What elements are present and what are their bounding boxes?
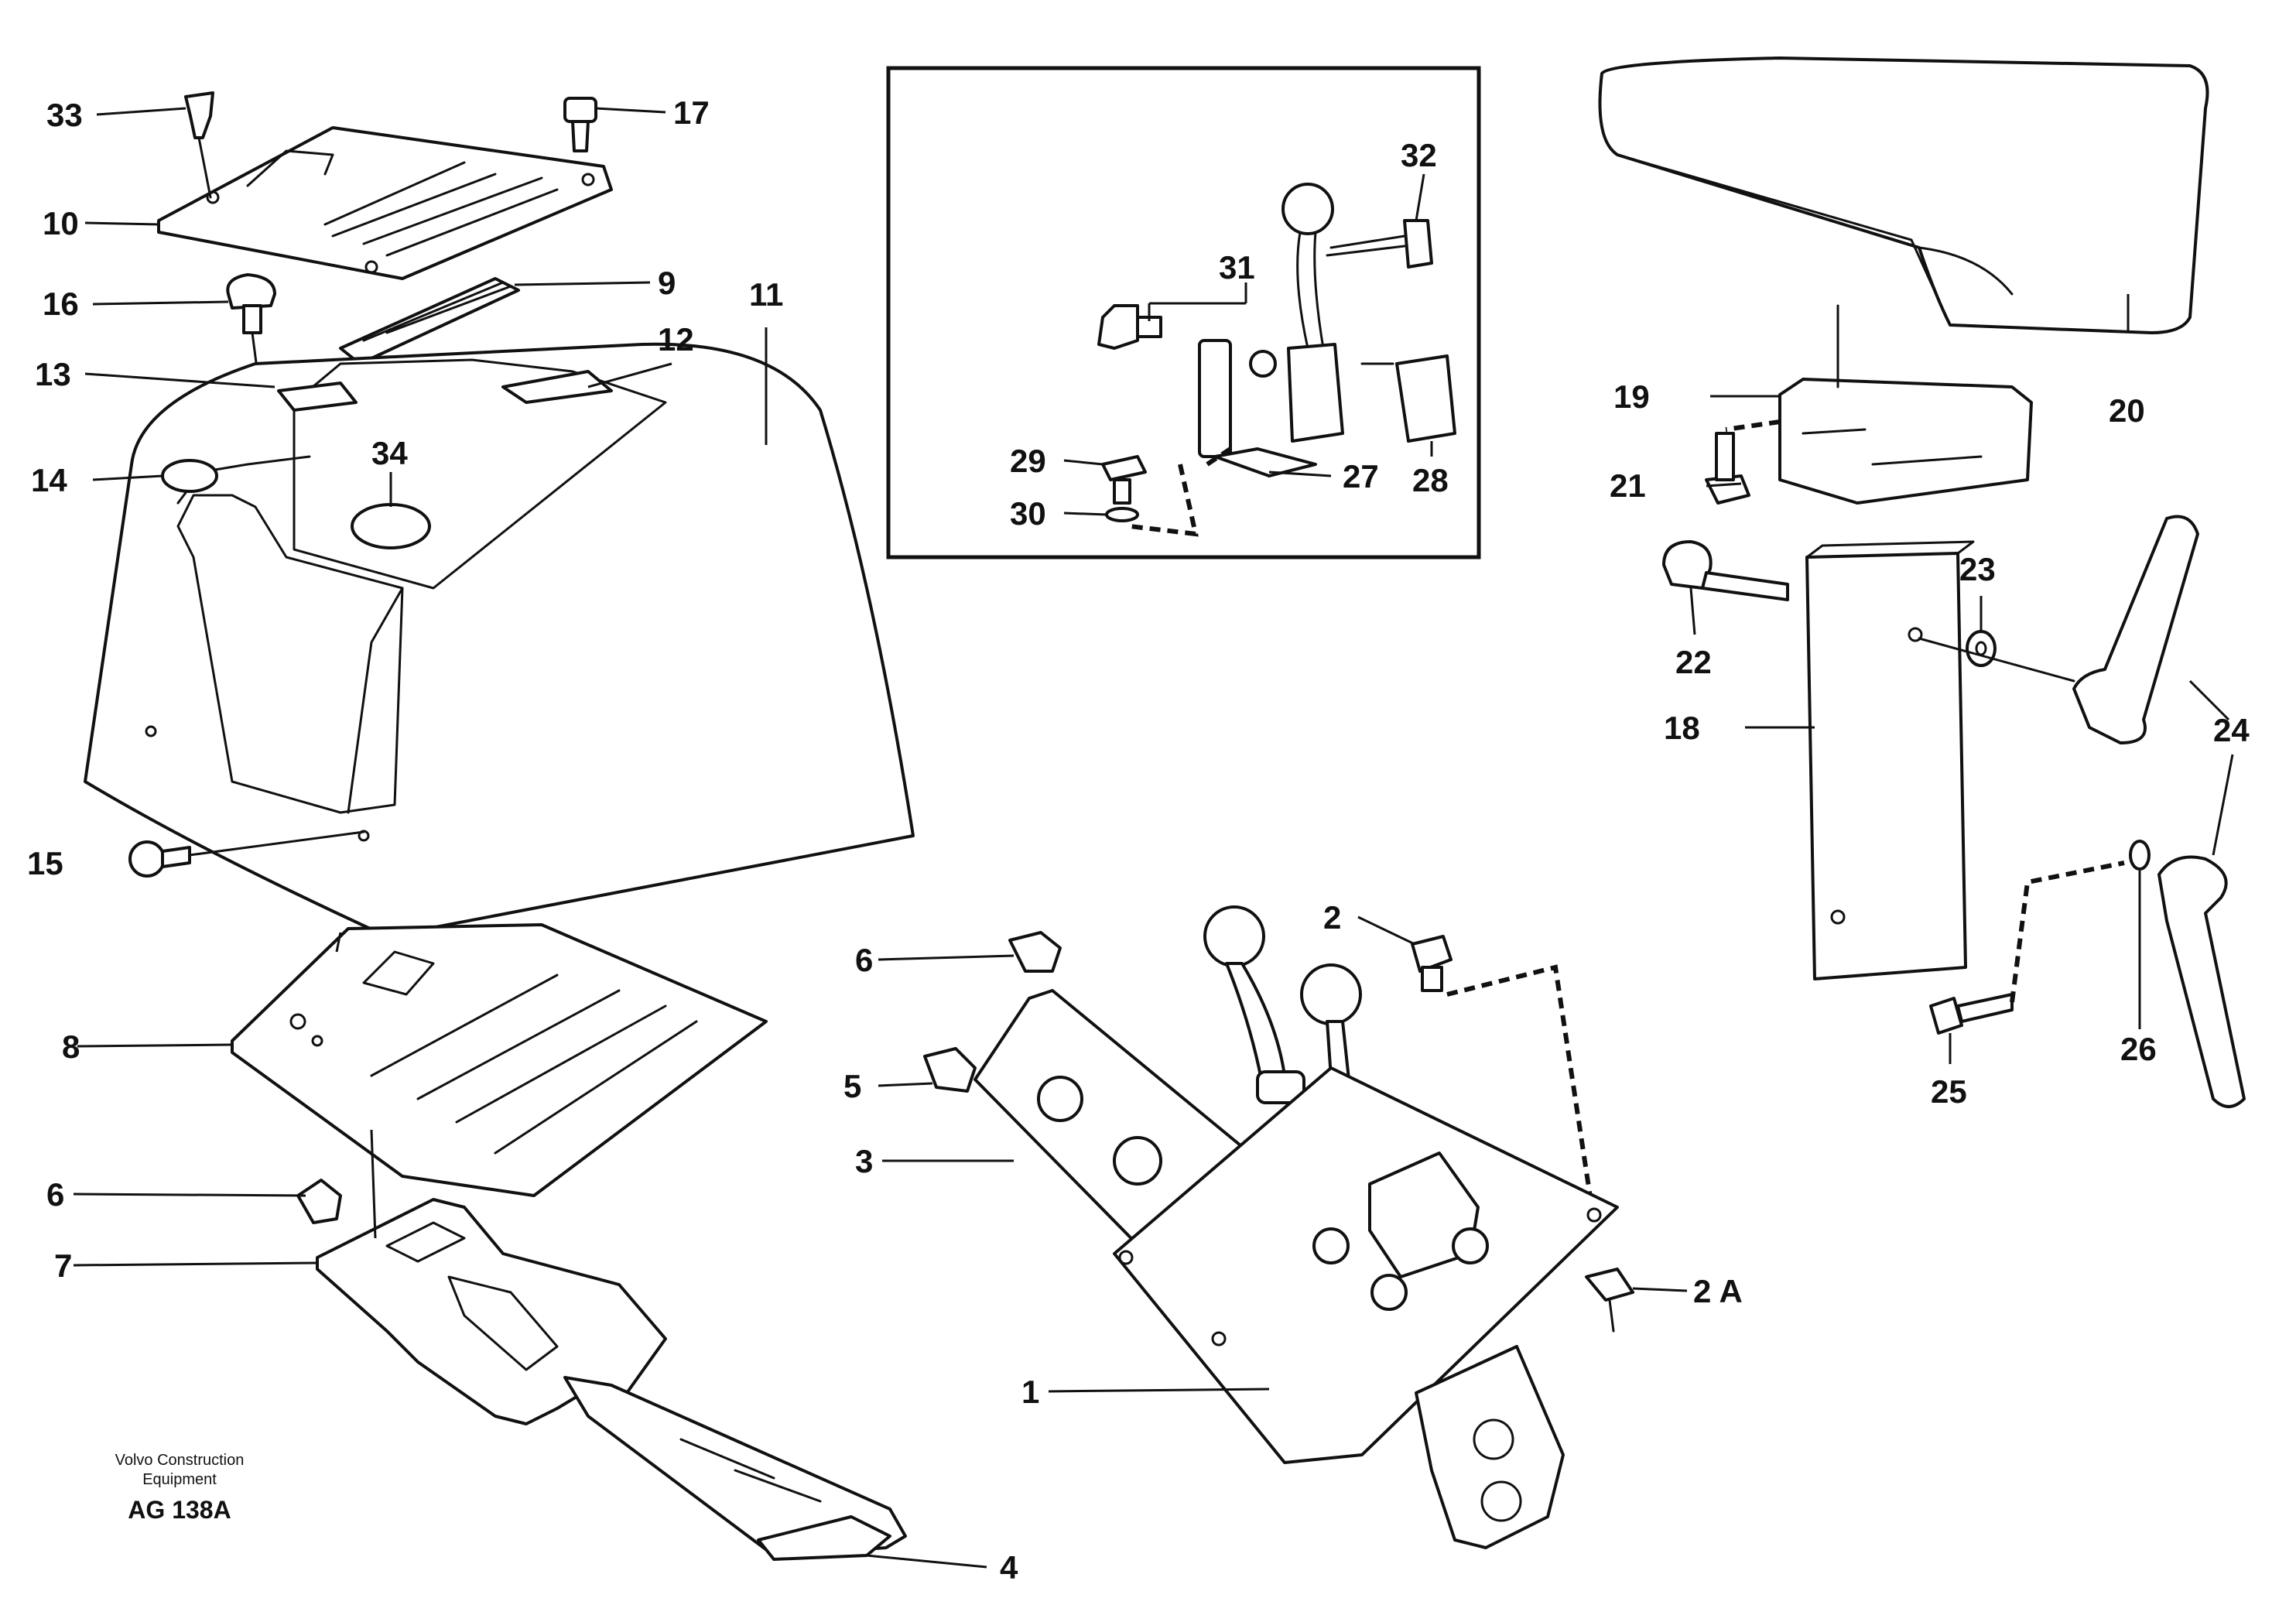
callout-3: 3: [855, 1143, 873, 1179]
callout-23: 23: [1959, 551, 1996, 587]
callout-29: 29: [1010, 443, 1046, 479]
callout-34: 34: [371, 435, 408, 471]
callout-17: 17: [673, 94, 710, 131]
callout-16: 16: [43, 286, 79, 322]
screw-17: [563, 97, 597, 152]
callout-13: 13: [35, 356, 71, 392]
washer-23: [1918, 630, 2075, 683]
tube-18: [1805, 540, 1975, 980]
callout-7: 7: [54, 1247, 72, 1284]
screw-2: [1411, 935, 1596, 1223]
bolt-25: [1929, 861, 2125, 1035]
bracket-19: [1725, 304, 2033, 505]
clip-5: [923, 1047, 977, 1093]
inset-detail-frame: [886, 66, 1481, 559]
callout-27: 27: [1343, 458, 1379, 494]
clip-6-center: [1008, 931, 1062, 973]
bracket-7-and-4: [316, 1198, 907, 1561]
callout-30: 30: [1010, 495, 1046, 532]
callout-21: 21: [1610, 467, 1646, 504]
callout-15: 15: [27, 845, 63, 881]
callout-labels: 33 17 10 16 9 11 13 12 34 14 15 8 6 7 4 …: [27, 94, 2250, 1586]
company-name-line1: Volvo Construction: [115, 1452, 245, 1469]
callout-24-upper: 24: [2213, 712, 2250, 748]
callout-9: 9: [658, 265, 676, 301]
handle-24-upper: [2072, 515, 2199, 744]
floor-plate-8: [231, 923, 768, 1197]
valve-plate-1: [1113, 1066, 1619, 1549]
bolt-22: [1662, 540, 1789, 601]
callout-2a: 2 A: [1693, 1273, 1743, 1309]
callout-20: 20: [2109, 392, 2145, 429]
callout-6-left: 6: [46, 1176, 64, 1213]
inset-switch-parts: [1097, 183, 1456, 537]
drawing-code: AG 138A: [128, 1496, 231, 1524]
clip-2a: [1585, 1268, 1634, 1333]
callout-19: 19: [1613, 378, 1650, 415]
callout-31: 31: [1219, 249, 1255, 286]
nut-21: [1705, 432, 1750, 505]
callout-26: 26: [2120, 1031, 2157, 1067]
armrest-pad-20: [1598, 56, 2209, 334]
callout-18: 18: [1664, 710, 1700, 746]
top-cover-plate: [157, 126, 613, 280]
footer-caption: Volvo Construction Equipment AG 138A: [115, 1452, 245, 1524]
callout-22: 22: [1675, 644, 1712, 680]
callout-11: 11: [749, 276, 783, 313]
callout-6-center: 6: [855, 942, 873, 978]
callout-14: 14: [31, 462, 67, 498]
screw-15: [128, 830, 365, 878]
callout-4: 4: [1000, 1549, 1018, 1586]
callout-1: 1: [1021, 1374, 1039, 1410]
leader-lines: [73, 107, 2234, 1569]
handle-24-lower: [2129, 840, 2246, 1108]
callout-25: 25: [1931, 1073, 1967, 1110]
console-housing: [84, 342, 915, 938]
callout-5: 5: [843, 1068, 861, 1104]
company-name-line2: Equipment: [142, 1471, 217, 1488]
callout-28: 28: [1412, 462, 1449, 498]
callout-8: 8: [62, 1028, 80, 1065]
clip-6-left: [296, 1179, 342, 1224]
callout-10: 10: [43, 205, 79, 241]
callout-12: 12: [658, 321, 694, 358]
callout-2: 2: [1323, 899, 1341, 936]
callout-33: 33: [46, 97, 83, 133]
cover-knob-33: [184, 91, 214, 199]
callout-32: 32: [1401, 137, 1437, 173]
